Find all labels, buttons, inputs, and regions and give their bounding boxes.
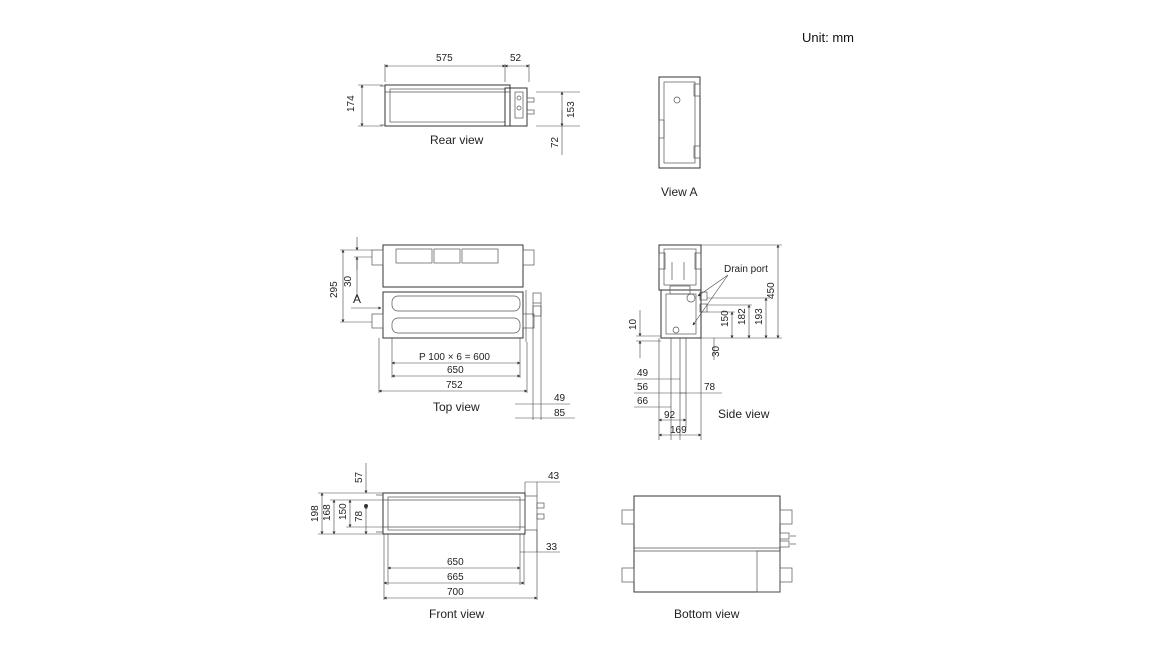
top-view-title: Top view	[433, 400, 480, 414]
side-view-title: Side view	[718, 407, 770, 421]
bottom-view-title: Bottom view	[674, 607, 740, 621]
front-dim-57: 57	[354, 471, 365, 483]
side-dim-193: 193	[754, 308, 765, 325]
side-dim-150: 150	[720, 310, 731, 327]
front-dim-78: 78	[354, 510, 365, 522]
side-dim-78: 78	[704, 382, 716, 393]
front-dim-665: 665	[447, 572, 464, 583]
rear-dim-153: 153	[566, 101, 577, 118]
front-view-title: Front view	[429, 607, 485, 621]
side-dim-92: 92	[664, 410, 676, 421]
top-dim-85: 85	[554, 408, 566, 419]
front-dim-198: 198	[310, 505, 321, 522]
side-dim-182: 182	[737, 308, 748, 325]
side-dim-30: 30	[711, 345, 722, 357]
rear-view: 575 52 174 153 72 Rear view	[346, 53, 580, 155]
top-view: 295 30 A P 100 × 6 = 600 650 752 49 85 T…	[329, 237, 575, 420]
top-dim-30: 30	[343, 275, 354, 287]
side-drain-label: Drain port	[724, 264, 768, 275]
top-dim-49: 49	[554, 393, 566, 404]
rear-dim-575: 575	[436, 53, 453, 64]
top-marker-a: A	[353, 292, 361, 306]
front-dim-650: 650	[447, 557, 464, 568]
rear-dim-72: 72	[550, 136, 561, 148]
side-dim-450: 450	[766, 282, 777, 299]
rear-dim-52: 52	[510, 53, 522, 64]
top-dim-295: 295	[329, 281, 340, 298]
view-a-title: View A	[661, 185, 697, 199]
unit-label: Unit: mm	[802, 30, 854, 45]
side-dim-56: 56	[637, 382, 649, 393]
front-dim-700: 700	[447, 587, 464, 598]
view-a: View A	[658, 76, 701, 199]
side-dim-169: 169	[670, 425, 687, 436]
top-dim-pitch: P 100 × 6 = 600	[419, 352, 490, 363]
top-dim-752: 752	[446, 380, 463, 391]
side-dim-49: 49	[637, 368, 649, 379]
side-dim-10: 10	[628, 318, 639, 330]
bottom-view: Bottom view	[621, 495, 796, 621]
side-view: Drain port 450 193 182 150 30 10 49	[628, 244, 782, 440]
front-dim-168: 168	[322, 504, 333, 521]
top-dim-650: 650	[447, 365, 464, 376]
rear-view-title: Rear view	[430, 133, 484, 147]
front-dim-33: 33	[546, 542, 558, 553]
front-dim-43: 43	[548, 471, 560, 482]
front-view: 198 168 150 78 57 43 33 650 665 700 Fron…	[310, 463, 560, 621]
rear-dim-174: 174	[346, 95, 357, 112]
side-dim-66: 66	[637, 396, 649, 407]
front-dim-150: 150	[338, 503, 349, 520]
